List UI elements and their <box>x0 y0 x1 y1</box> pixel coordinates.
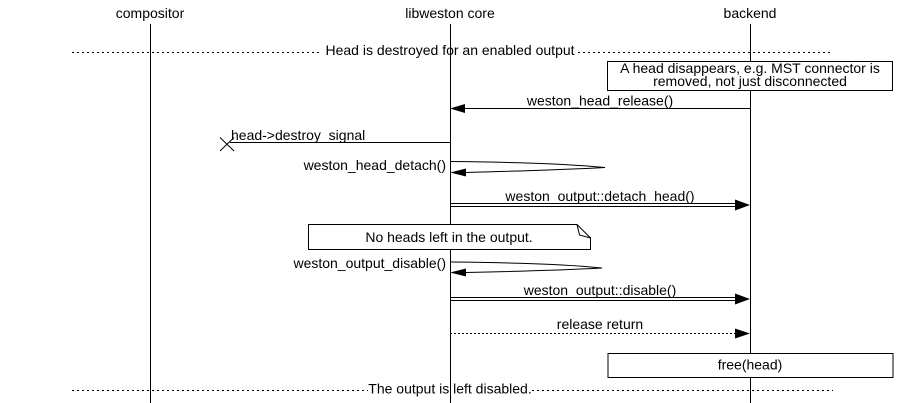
note-shape <box>308 224 591 250</box>
note-box <box>607 61 893 91</box>
action-box-free-head: free(head) <box>607 353 894 378</box>
message-label: head->destroy_signal <box>231 127 365 143</box>
divider-head-destroyed: Head is destroyed for an enabled output <box>72 42 832 58</box>
message-head-destroy-signal: head->destroy_signal <box>219 127 450 152</box>
self-call-loop <box>449 261 603 273</box>
note-no-heads-left: No heads left in the output. <box>308 224 591 250</box>
message-label: weston_output::disable() <box>523 282 677 298</box>
divider-output-disabled: The output is left disabled. <box>72 381 833 397</box>
arrowhead-right-icon <box>735 199 750 211</box>
arrowhead-left-icon <box>450 104 465 113</box>
note-text-line2: removed, not just disconnected <box>653 73 847 89</box>
message-weston-head-release: weston_head_release() <box>450 93 750 113</box>
participant-label-backend: backend <box>724 5 777 21</box>
message-label: weston_output::detach_head() <box>504 188 694 204</box>
note-text: No heads left in the output. <box>365 229 532 245</box>
message-weston-head-detach: weston_head_detach() <box>303 157 606 177</box>
message-release-return: release return <box>450 316 750 339</box>
action-box <box>607 353 894 378</box>
message-label: weston_output_disable() <box>292 255 446 271</box>
message-weston-output-detach-head: weston_output::detach_head() <box>450 188 750 211</box>
participant-label-libweston-core: libweston core <box>405 5 495 21</box>
message-weston-output-disable-self: weston_output_disable() <box>292 255 603 277</box>
divider-label: The output is left disabled. <box>368 381 531 397</box>
arrowhead-right-icon <box>735 293 750 305</box>
note-fold-icon <box>576 224 591 239</box>
note-head-disappears: A head disappears, e.g. MST connector is… <box>607 60 893 91</box>
arrowhead-right-icon <box>735 328 750 339</box>
note-text-line1: A head disappears, e.g. MST connector is <box>620 60 880 76</box>
arrowhead-left-icon <box>450 168 466 177</box>
arrowhead-left-icon <box>450 268 466 277</box>
message-weston-output-disable-call: weston_output::disable() <box>450 282 750 305</box>
message-label: release return <box>557 316 643 332</box>
message-label: weston_head_detach() <box>303 157 446 173</box>
participant-label-compositor: compositor <box>116 5 185 21</box>
action-box-text: free(head) <box>718 357 783 373</box>
message-label: weston_head_release() <box>526 93 673 109</box>
divider-label: Head is destroyed for an enabled output <box>325 42 574 58</box>
lost-message-x-icon <box>219 137 235 152</box>
self-call-loop <box>449 161 606 173</box>
